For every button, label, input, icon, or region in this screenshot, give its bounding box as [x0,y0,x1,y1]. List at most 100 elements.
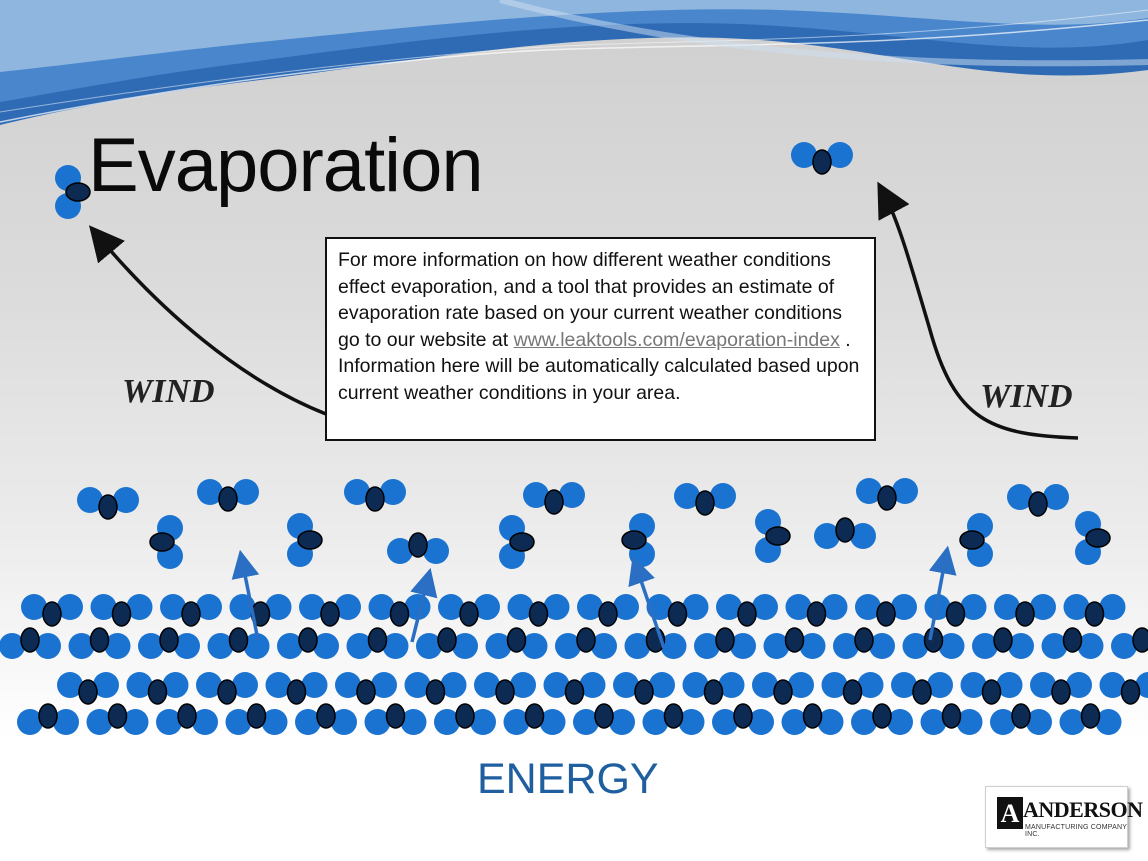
floating-molecule [791,142,853,175]
energy-arrow [410,567,438,643]
wind-arrow-right [877,181,1079,440]
anderson-logo-icon: A [997,797,1023,829]
evaporating-molecule [523,482,585,515]
evaporating-molecule [287,513,323,567]
liquid-molecule [1063,594,1126,627]
liquid-molecule [57,672,119,705]
liquid-molecule [972,627,1034,659]
liquid-molecule [126,672,189,705]
liquid-molecule [404,672,467,705]
info-text-after: . Information here will be automatically… [338,328,860,404]
liquid-molecule [752,672,814,705]
liquid-molecule [960,672,1023,705]
header-waves [0,0,1148,125]
evaporation-index-link[interactable]: www.leaktools.com/evaporation-index [513,328,840,351]
liquid-molecule [225,703,288,735]
evaporating-molecule [1075,511,1111,565]
liquid-molecule [694,627,756,659]
liquid-molecule [891,672,953,705]
liquid-molecule [642,703,705,735]
liquid-molecule [577,594,639,627]
liquid-molecule [229,594,292,627]
liquid-molecule [573,703,635,735]
liquid-molecule [994,594,1056,627]
wind-label-left: WIND [122,373,215,410]
liquid-molecule [821,672,884,705]
liquid-molecule [295,703,357,735]
liquid-molecule [920,703,983,735]
info-box: For more information on how different we… [325,237,876,441]
liquid-molecule [346,627,409,659]
liquid-molecule [474,672,536,705]
liquid-molecule [1111,627,1148,659]
liquid-molecule [624,627,687,659]
liquid-molecule [364,703,427,735]
liquid-molecule [855,594,917,627]
liquid-molecule [86,703,149,735]
liquid-molecule [833,627,895,659]
liquid-molecule [924,594,987,627]
wind-arrow-left [89,225,327,416]
energy-arrow [231,549,260,641]
liquid-molecule [90,594,153,627]
liquid-molecule [902,627,965,659]
title-molecule-icon [55,165,91,219]
evaporating-molecule [959,513,993,567]
liquid-molecule [156,703,218,735]
liquid-molecule [438,594,500,627]
energy-arrow [628,556,666,649]
liquid-molecule [1030,672,1092,705]
liquid-molecule [17,703,79,735]
liquid-molecule [781,703,844,735]
liquid-molecule [1059,703,1122,735]
logo-subtitle: MANUFACTURING COMPANY INC. [1025,824,1127,838]
liquid-molecule [196,672,258,705]
liquid-molecule [416,627,478,659]
energy-arrow [928,545,957,641]
liquid-molecule [138,627,200,659]
liquid-molecule [682,672,745,705]
liquid-molecule [335,672,397,705]
liquid-molecule [555,627,617,659]
evaporating-molecule [344,479,406,512]
liquid-molecule [507,594,570,627]
liquid-molecule [1041,627,1104,659]
company-logo: A ANDERSON MANUFACTURING COMPANY INC. [985,786,1143,848]
liquid-molecule [0,627,61,659]
evaporating-molecule [77,487,139,520]
liquid-molecule [277,627,339,659]
evaporating-molecule [856,478,918,511]
liquid-molecule [68,627,131,659]
info-text-before: For more information on how different we… [338,249,843,351]
liquid-molecule [613,672,675,705]
evaporating-molecule [1007,484,1069,517]
liquid-molecule [368,594,431,627]
energy-label: ENERGY [477,755,659,803]
evaporating-molecule [149,515,183,569]
liquid-molecule [299,594,361,627]
logo-name: ANDERSON [1023,797,1143,822]
liquid-molecule [543,672,606,705]
liquid-molecule [785,594,848,627]
liquid-molecule [207,627,270,659]
liquid-molecule [763,627,826,659]
water-molecules [0,142,1148,735]
liquid-molecule [712,703,774,735]
liquid-molecule [485,627,548,659]
evaporating-molecule [621,513,655,567]
liquid-molecule [265,672,328,705]
liquid-molecule [21,594,83,627]
page-title: Evaporation [88,123,484,208]
evaporating-molecule [197,479,259,512]
evaporating-molecule [755,509,791,563]
liquid-molecule [1099,672,1148,705]
liquid-molecule [716,594,778,627]
energy-arrows [231,545,957,649]
evaporating-molecule [499,515,535,569]
liquid-molecule [851,703,913,735]
evaporating-molecule [674,483,736,516]
evaporating-molecule [387,532,449,564]
liquid-molecule [160,594,222,627]
liquid-molecule [434,703,496,735]
